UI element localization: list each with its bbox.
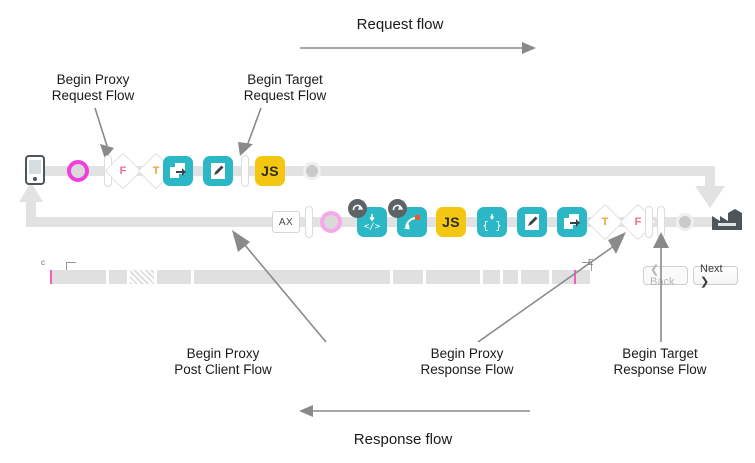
- json-braces-icon[interactable]: { }: [477, 207, 507, 237]
- condition-true-label: T: [601, 216, 609, 228]
- leader-begin-proxy-request: [94, 107, 114, 159]
- flow-bar[interactable]: [241, 155, 249, 187]
- leader-begin-target-response: [653, 232, 669, 342]
- annotation-begin-target-response: Begin Target Response Flow: [613, 346, 707, 377]
- timeline-left-label: c: [41, 258, 45, 267]
- request-pipe-arrowhead: [695, 186, 725, 208]
- timeline-segment[interactable]: [109, 270, 127, 284]
- leader-begin-proxy-response: [477, 232, 626, 343]
- annotation-begin-proxy-request: Begin Proxy Request Flow: [51, 72, 135, 103]
- response-flow-arrow: [299, 405, 530, 417]
- next-button[interactable]: Next ❯: [693, 263, 738, 288]
- loop-icon[interactable]: [348, 199, 367, 218]
- leader-begin-target-request: [238, 107, 262, 156]
- request-flow-arrow: [300, 42, 536, 54]
- timeline-marker[interactable]: [574, 270, 576, 284]
- flow-bar[interactable]: [305, 206, 313, 238]
- timeline-segment-hatched[interactable]: [130, 270, 154, 284]
- share-copy-icon[interactable]: [557, 207, 587, 237]
- annotation-begin-proxy-post-client: Begin Proxy Post Client Flow: [174, 346, 272, 377]
- share-copy-icon[interactable]: [163, 156, 193, 186]
- request-flow-title: Request flow: [356, 16, 444, 33]
- leader-begin-proxy-post-client: [232, 230, 327, 343]
- ax-badge[interactable]: AX: [272, 211, 300, 233]
- flow-start-ring[interactable]: [67, 160, 89, 182]
- svg-text:{ }: { }: [482, 219, 502, 231]
- condition-true-label: T: [152, 165, 160, 177]
- js-label: JS: [442, 214, 460, 230]
- mobile-phone-icon: [25, 155, 45, 190]
- loop-icon[interactable]: [388, 199, 407, 218]
- post-client-ring[interactable]: [320, 211, 342, 233]
- flow-node[interactable]: [676, 213, 694, 231]
- timeline-segment[interactable]: [194, 270, 390, 284]
- response-flow-title: Response flow: [353, 431, 453, 448]
- timeline-marker[interactable]: [50, 270, 52, 284]
- flow-bar[interactable]: [645, 206, 653, 238]
- request-pipe-elbow: [705, 166, 715, 194]
- response-pipe-elbow: [26, 217, 50, 227]
- request-pipe: [44, 166, 715, 176]
- condition-false-label: F: [119, 165, 127, 177]
- pencil-edit-icon[interactable]: [517, 207, 547, 237]
- annotation-begin-target-request: Begin Target Request Flow: [243, 72, 327, 103]
- javascript-policy-icon[interactable]: JS: [255, 156, 285, 186]
- timeline-right-tick: [582, 262, 592, 271]
- timeline-segment[interactable]: [50, 270, 106, 284]
- condition-false-label: F: [634, 216, 642, 228]
- ax-badge-label: AX: [278, 216, 294, 228]
- flow-node[interactable]: [303, 162, 321, 180]
- timeline-segment[interactable]: [157, 270, 191, 284]
- javascript-policy-icon[interactable]: JS: [436, 207, 466, 237]
- svg-text:</>: </>: [364, 222, 381, 231]
- pencil-edit-icon[interactable]: [203, 156, 233, 186]
- timeline-left-tick: [66, 262, 76, 271]
- timeline-segment[interactable]: [521, 270, 549, 284]
- response-pipe-arrowhead: [19, 182, 43, 202]
- factory-target-icon: [712, 209, 742, 236]
- timeline-segment[interactable]: [483, 270, 500, 284]
- annotation-begin-proxy-response: Begin Proxy Response Flow: [420, 346, 514, 377]
- response-pipe-riser: [26, 200, 36, 222]
- timeline-segment[interactable]: [393, 270, 423, 284]
- timeline-segment[interactable]: [426, 270, 480, 284]
- timeline-segment[interactable]: [503, 270, 518, 284]
- js-label: JS: [261, 163, 279, 179]
